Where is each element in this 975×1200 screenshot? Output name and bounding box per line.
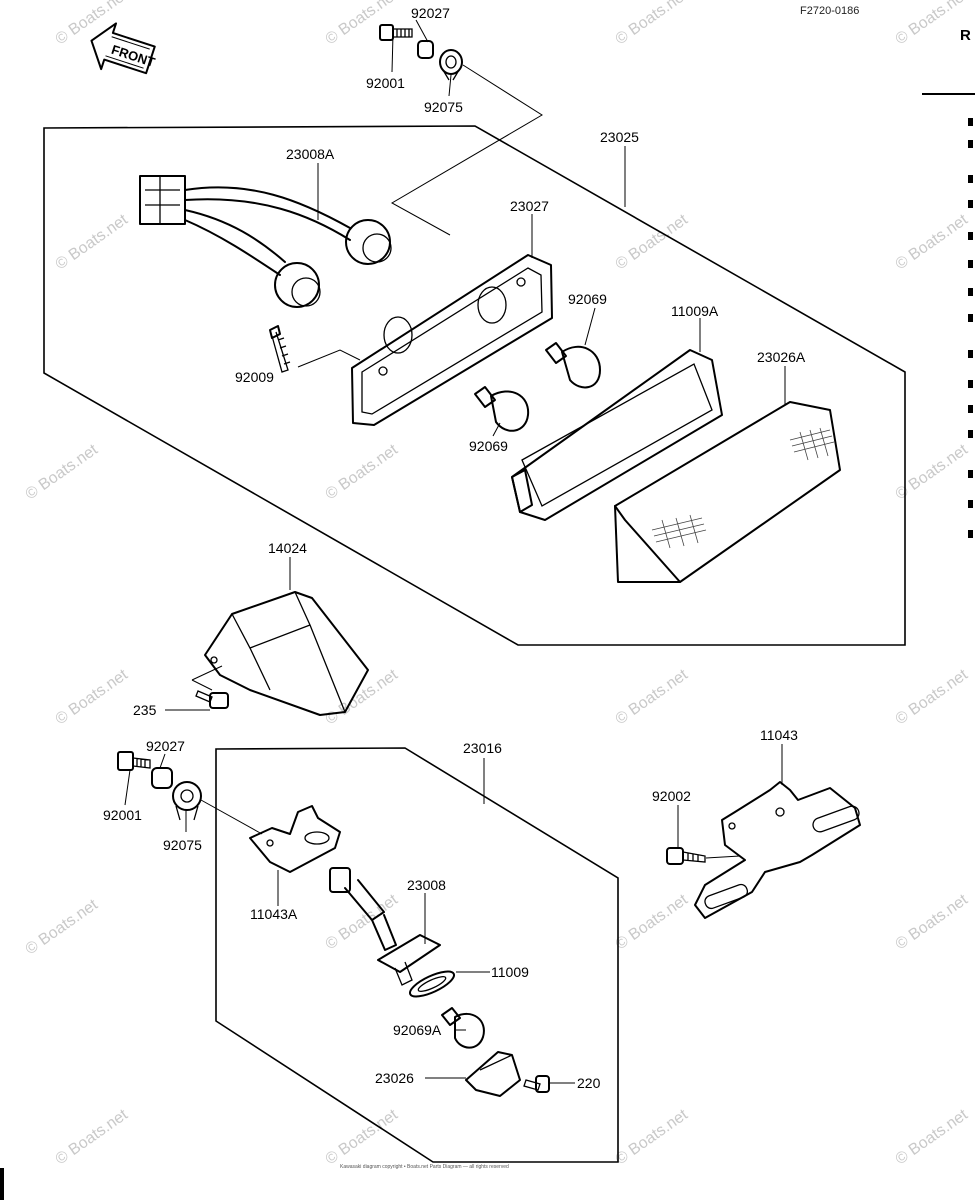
edge-marks (968, 118, 973, 538)
watermark: © Boats.net (613, 1106, 692, 1168)
part-label[interactable]: 11043 (760, 727, 798, 743)
leader-92009 (297, 349, 361, 368)
part-label[interactable]: 23027 (510, 198, 549, 214)
leader-235 (191, 665, 223, 691)
bolt-92002 (666, 847, 706, 865)
screw-220 (523, 1075, 550, 1093)
leader-92075-path (200, 799, 263, 835)
part-label[interactable]: 220 (577, 1075, 601, 1091)
watermark: © Boats.net (613, 211, 692, 273)
part-label[interactable]: 235 (133, 702, 157, 718)
watermark: © Boats.net (53, 1106, 132, 1168)
case-14024 (204, 591, 369, 716)
watermark: © Boats.net (323, 891, 402, 953)
socket-23008 (329, 867, 441, 986)
gasket-11009 (408, 970, 456, 998)
screw-235 (195, 690, 229, 709)
bolt-92001-top (379, 24, 413, 41)
bulb-92069a (441, 1007, 485, 1049)
assembly-frame-23016 (215, 747, 619, 1163)
assembly-path-line (390, 64, 543, 236)
bracket-11043 (694, 781, 861, 919)
front-arrow-icon: FRONT (90, 22, 157, 75)
watermark: © Boats.net (893, 211, 972, 273)
part-label[interactable]: 23008A (286, 146, 335, 162)
collar-92027-lower (151, 767, 173, 789)
front-label: FRONT (110, 42, 157, 70)
part-label[interactable]: 23025 (600, 129, 639, 145)
part-label[interactable]: 92069A (393, 1022, 442, 1038)
part-label[interactable]: 92027 (411, 5, 450, 21)
grommet-92075-top (439, 49, 463, 81)
part-label[interactable]: 92069 (568, 291, 607, 307)
assembly-frame-23025 (43, 125, 906, 646)
watermark: © Boats.net (23, 441, 102, 503)
grommet-92075-lower (172, 781, 202, 821)
part-label[interactable]: 23016 (463, 740, 502, 756)
part-label[interactable]: 92075 (163, 837, 202, 853)
part-label[interactable]: 92069 (469, 438, 508, 454)
reference-code: F2720-0186 (800, 5, 859, 17)
watermark: © Boats.net (323, 666, 402, 728)
bolt-92001-lower (117, 751, 151, 771)
part-label[interactable]: 23008 (407, 877, 446, 893)
watermark: © Boats.net (893, 666, 972, 728)
watermark: © Boats.net (53, 666, 132, 728)
part-label[interactable]: 23026A (757, 349, 806, 365)
watermark: © Boats.net (613, 0, 692, 48)
bracket-11043a (249, 805, 341, 873)
edge-text: R N (960, 27, 975, 44)
part-label[interactable]: 92001 (103, 807, 142, 823)
watermark: © Boats.net (893, 1106, 972, 1168)
part-label[interactable]: 92002 (652, 788, 691, 804)
lens-23026 (465, 1051, 521, 1097)
gasket-11009a (511, 349, 723, 521)
part-label[interactable]: 92009 (235, 369, 274, 385)
part-label[interactable]: 92075 (424, 99, 463, 115)
part-label[interactable]: 14024 (268, 540, 307, 556)
part-label[interactable]: 11043A (250, 906, 298, 922)
watermark: © Boats.net (613, 891, 692, 953)
left-edge-mark (0, 1168, 4, 1200)
screw-92009 (269, 325, 291, 373)
lamp-housing-23027 (351, 254, 553, 426)
watermark-dark: © Boats.net (23, 896, 102, 958)
part-label[interactable]: 23026 (375, 1070, 414, 1086)
bulb-92069-right (545, 342, 601, 389)
part-labels: 92027 92001 92075 23025 23008A 23027 920… (103, 5, 806, 1091)
bulb-92069-left (474, 386, 530, 432)
part-label[interactable]: 92001 (366, 75, 405, 91)
part-label[interactable]: 11009A (671, 303, 719, 319)
leader-92002-path (705, 855, 741, 859)
watermark: © Boats.net (53, 211, 132, 273)
leader-lines (124, 19, 786, 1084)
collar-92027-top (417, 40, 434, 59)
harness-23008a (139, 175, 392, 308)
watermark: © Boats.net (893, 891, 972, 953)
part-label[interactable]: 92027 (146, 738, 185, 754)
lens-23026a (614, 401, 841, 583)
watermark: © Boats.net (323, 441, 402, 503)
copyright-line: Kawasaki diagram copyright • Boats.net P… (340, 1164, 509, 1170)
watermark: © Boats.net (613, 666, 692, 728)
part-label[interactable]: 11009 (491, 964, 529, 980)
